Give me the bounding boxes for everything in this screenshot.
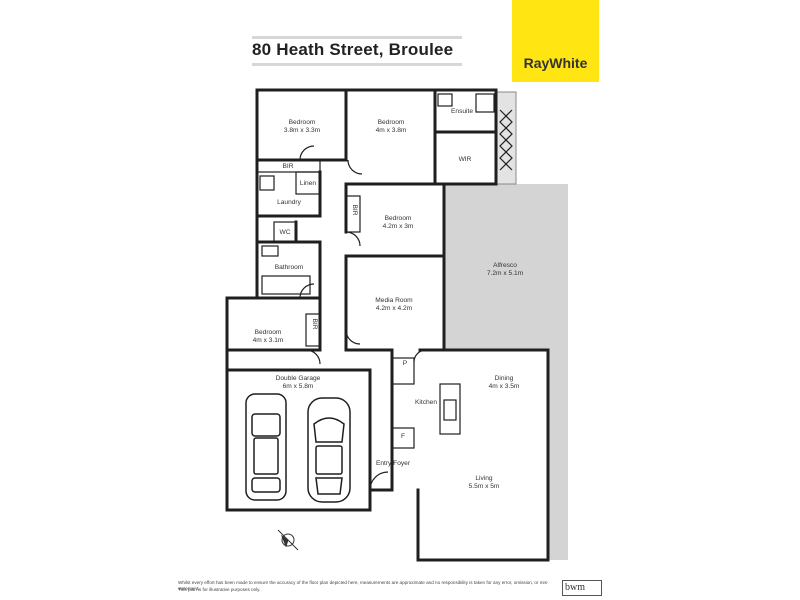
room-label-bedroom-mid: Bedroom [385,215,412,222]
wall-kitchen-west [368,348,394,492]
bir-2-box [345,195,361,233]
door-swing-master [347,159,363,175]
car-right [307,397,351,503]
room-label-pantry: P [403,360,408,367]
ensuite-shower [475,93,495,113]
door-swing-bath [299,283,315,299]
room-label-entry-foyer: Entry Foyer [376,460,411,467]
room-label-kitchen: Kitchen [415,399,437,406]
room-label-bir-3: BIR [311,319,318,330]
room-label-dining: Dining [495,375,514,382]
door-swing-sw [305,349,321,365]
property-address: 80 Heath Street, Broulee [252,40,454,59]
ensuite-vanity [437,93,453,107]
room-size-dining: 4m x 3.5m [489,383,520,390]
compass-icon [277,529,299,551]
room-size-double-garage: 6m x 5.8m [283,383,314,390]
disclaimer-line-1: Whilst every effort has been made to ens… [178,580,549,591]
title-rule-top [252,36,462,39]
pantry-box [391,357,415,385]
island-sink [443,399,457,421]
linen-box [295,171,321,195]
room-label-bir-1: BIR [283,163,294,170]
room-size-living: 5.5m x 5m [469,483,500,490]
bwm-logo-text: bwm [565,582,585,593]
bathtub [261,275,311,295]
fridge-box [391,427,415,449]
room-label-bir-2: BIR [351,205,358,216]
room-label-linen: Linen [300,180,316,187]
disclaimer-line-2: This plan is for illustrative purposes o… [178,587,261,592]
deck-lattice-2 [499,109,513,171]
room-label-ensuite: Ensuite [451,108,473,115]
door-swing-pantry [413,349,427,363]
door-swing-media [345,329,361,345]
room-size-alfresco: 7.2m x 5.1m [487,270,524,277]
room-label-wc: WC [280,229,291,236]
room-label-fridge: F [401,433,405,440]
brand-logo: RayWhite [512,0,599,82]
brand-name: RayWhite [523,55,588,71]
title-bar: 80 Heath Street, Broulee [252,36,462,66]
room-label-bathroom: Bathroom [275,264,304,271]
wall-garage [225,348,372,512]
room-size-bedroom-master: 4m x 3.8m [376,127,407,134]
room-label-wir: WIR [459,156,472,163]
room-label-alfresco: Alfresco [493,262,517,269]
room-label-bedroom-master: Bedroom [378,119,405,126]
bwm-logo: bwm [562,580,602,596]
title-rule-bottom [252,63,462,66]
room-label-bedroom-sw: Bedroom [255,329,282,336]
room-size-bedroom-nw: 3.8m x 3.3m [284,127,321,134]
wc-box [273,221,297,243]
laundry-tub [259,175,275,191]
door-swing-bedroom1 [299,145,315,161]
room-size-bedroom-sw: 4m x 3.1m [253,337,284,344]
room-size-media-room: 4.2m x 4.2m [376,305,413,312]
alfresco-area [444,184,568,560]
bir-3-box [305,313,321,347]
room-label-laundry: Laundry [277,199,302,206]
bir-1-box [256,159,321,173]
kitchen-island [439,383,461,435]
room-label-media-room: Media Room [375,297,413,304]
deck-strip [495,91,517,185]
room-label-living: Living [475,475,493,482]
door-swing-mid [345,231,361,247]
wir-box [434,131,497,185]
room-size-bedroom-mid: 4.2m x 3m [383,223,414,230]
room-label-double-garage: Double Garage [276,375,321,382]
door-swing-entry [369,471,389,491]
vanity [261,245,279,257]
car-left [245,393,287,501]
room-label-bedroom-nw: Bedroom [289,119,316,126]
